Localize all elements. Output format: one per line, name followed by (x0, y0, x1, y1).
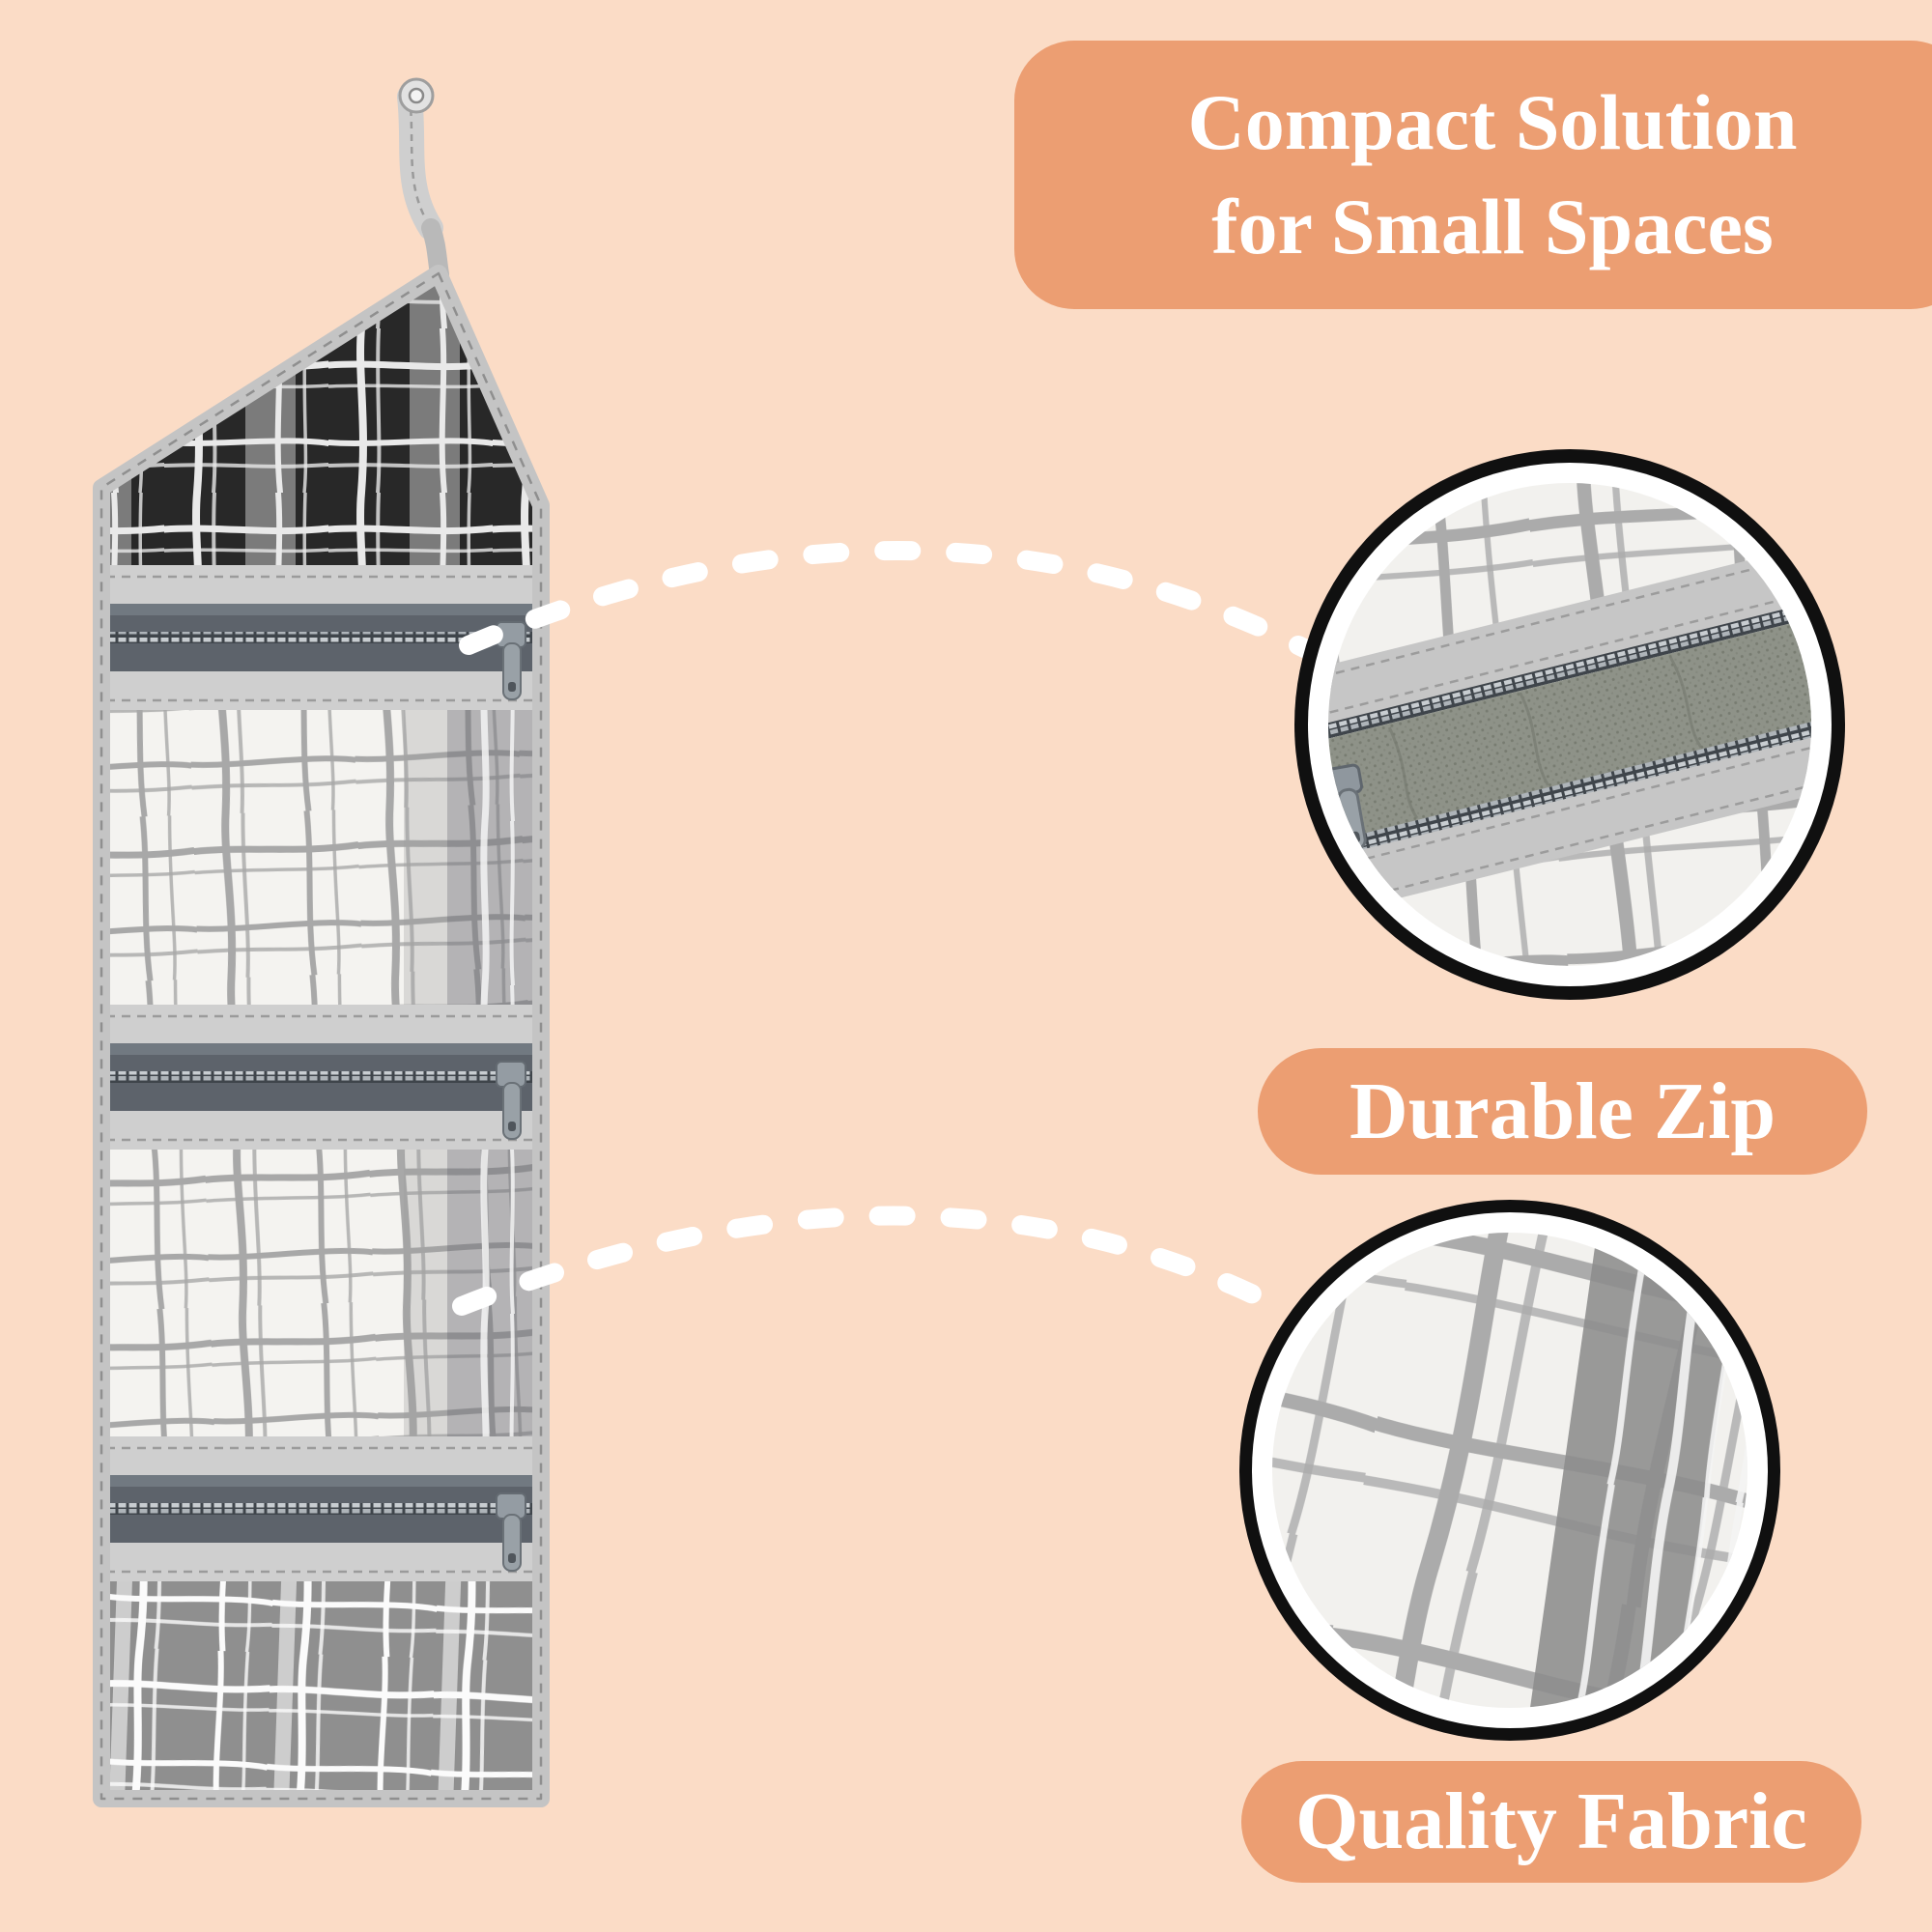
feature-badge-durable-zip: Durable Zip (1258, 1048, 1867, 1175)
zipper-pull-icon (496, 1061, 526, 1140)
feature-label: Durable Zip (1349, 1065, 1776, 1156)
dashed-arc-fabric (452, 1206, 1287, 1316)
headline-badge: Compact Solution for Small Spaces (1014, 41, 1932, 309)
headline-line-1: Compact Solution (1187, 78, 1798, 166)
edge-binding (93, 265, 550, 1807)
dashed-arc-zip (459, 541, 1316, 659)
open-zipper-closeup (1328, 542, 1811, 919)
grommet-icon (398, 77, 435, 114)
feature-label: Quality Fabric (1295, 1776, 1807, 1866)
pocket-panel-3 (101, 1581, 541, 1799)
headline-line-2: for Small Spaces (1211, 183, 1774, 270)
hanging-organizer (93, 265, 550, 1807)
zip-detail-circle (1294, 449, 1845, 1000)
zipper-band-3 (101, 1436, 541, 1581)
zipper-pull-icon (496, 621, 526, 700)
feature-badge-quality-fabric: Quality Fabric (1241, 1761, 1861, 1883)
hanger-loop (397, 77, 449, 284)
top-flap-panel (101, 273, 541, 565)
fabric-detail-circle (1239, 1200, 1780, 1741)
zipper-pull-icon (496, 1492, 526, 1572)
zipper-band-2 (101, 1005, 541, 1150)
